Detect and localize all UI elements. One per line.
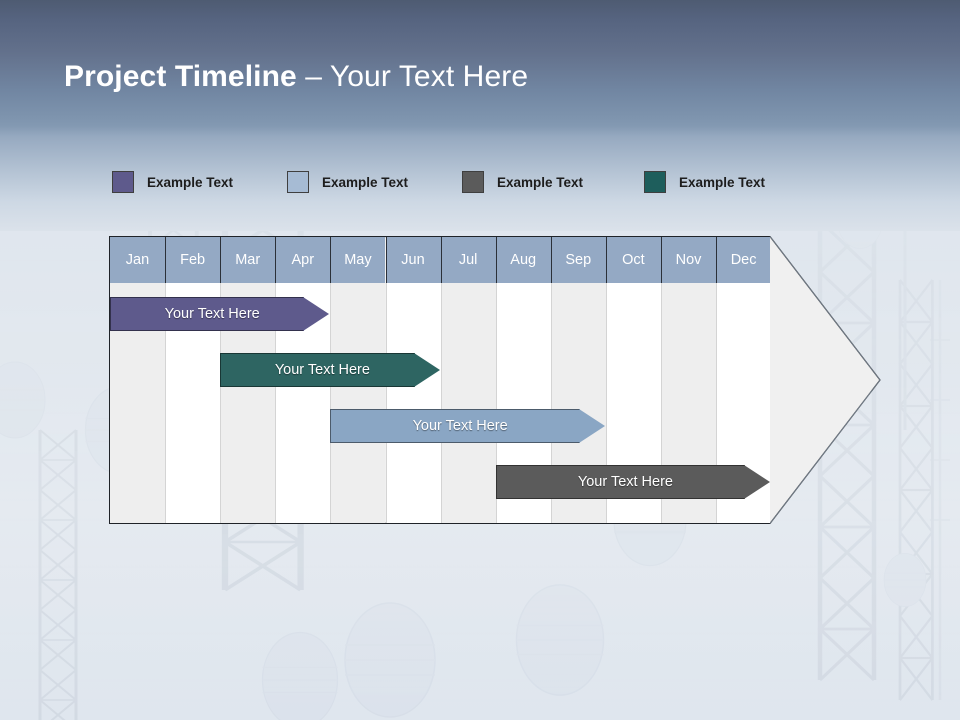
month-header-apr[interactable]: Apr xyxy=(275,237,331,283)
task-bar-3[interactable]: Your Text Here xyxy=(330,409,606,443)
month-header-jul[interactable]: Jul xyxy=(440,237,496,283)
task-bar-arrow-head xyxy=(578,409,605,443)
task-bar-arrow-head xyxy=(303,297,330,331)
month-column-jan xyxy=(110,237,165,523)
month-header-aug[interactable]: Aug xyxy=(495,237,551,283)
column-divider xyxy=(220,283,222,523)
page-title-bold: Project Timeline xyxy=(64,60,297,93)
legend-label-2: Example Text xyxy=(322,174,409,190)
month-header-may[interactable]: May xyxy=(330,237,386,283)
header-divider xyxy=(440,237,442,283)
column-divider xyxy=(385,283,387,523)
task-bar-label: Your Text Here xyxy=(412,418,508,434)
month-column-jul xyxy=(440,237,496,523)
legend-item-1[interactable]: Example Text xyxy=(112,168,233,196)
month-header-oct[interactable]: Oct xyxy=(605,237,661,283)
legend-swatch-light-blue xyxy=(287,171,309,193)
task-bar-2[interactable]: Your Text Here xyxy=(220,353,440,387)
task-bar-arrow-head xyxy=(413,353,440,387)
column-divider xyxy=(440,283,442,523)
month-header-jun[interactable]: Jun xyxy=(385,237,441,283)
page-title-light: Your Text Here xyxy=(329,60,529,93)
legend-swatch-gray xyxy=(462,171,484,193)
column-divider xyxy=(165,283,167,523)
task-bar-label: Your Text Here xyxy=(164,306,260,322)
task-bar-body xyxy=(110,297,305,331)
column-divider xyxy=(550,283,552,523)
header-divider xyxy=(550,237,552,283)
legend-item-2[interactable]: Example Text xyxy=(287,168,408,196)
legend-label-1: Example Text xyxy=(147,174,234,190)
task-bar-1[interactable]: Your Text Here xyxy=(110,297,330,331)
column-divider xyxy=(716,283,718,523)
header-divider xyxy=(220,237,222,283)
column-divider xyxy=(661,283,662,523)
task-bar-label: Your Text Here xyxy=(577,474,673,490)
page-title: Project Timeline – Your Text Here xyxy=(64,60,528,94)
task-bar-body xyxy=(330,409,580,443)
month-header-feb[interactable]: Feb xyxy=(165,237,221,283)
task-bar-label: Your Text Here xyxy=(274,362,370,378)
column-divider xyxy=(275,283,277,523)
header-divider xyxy=(716,237,718,283)
legend: Example Text Example Text Example Text E… xyxy=(0,168,960,196)
header-divider xyxy=(330,237,332,283)
legend-swatch-teal xyxy=(644,171,666,193)
task-bar-body xyxy=(495,465,746,499)
header-divider xyxy=(661,237,662,283)
month-header-sep[interactable]: Sep xyxy=(550,237,606,283)
column-divider xyxy=(495,283,497,523)
column-divider xyxy=(330,283,332,523)
month-header-dec[interactable]: Dec xyxy=(716,237,770,283)
header-divider xyxy=(385,237,387,283)
header-divider xyxy=(495,237,497,283)
month-header-nov[interactable]: Nov xyxy=(661,237,716,283)
task-bar-body xyxy=(220,353,415,387)
legend-item-4[interactable]: Example Text xyxy=(644,168,765,196)
header-divider xyxy=(165,237,167,283)
column-divider xyxy=(605,283,607,523)
legend-item-3[interactable]: Example Text xyxy=(462,168,583,196)
page-title-separator: – xyxy=(296,60,330,93)
task-bar-arrow-head xyxy=(744,465,771,499)
legend-label-4: Example Text xyxy=(679,174,766,190)
title-band xyxy=(0,0,960,126)
task-bar-4[interactable]: Your Text Here xyxy=(495,465,772,499)
header-divider xyxy=(605,237,607,283)
header-divider xyxy=(275,237,277,283)
month-header-jan[interactable]: Jan xyxy=(110,237,165,283)
month-column-feb xyxy=(165,237,221,523)
legend-swatch-purple xyxy=(112,171,134,193)
month-header-mar[interactable]: Mar xyxy=(220,237,276,283)
legend-label-3: Example Text xyxy=(497,174,584,190)
